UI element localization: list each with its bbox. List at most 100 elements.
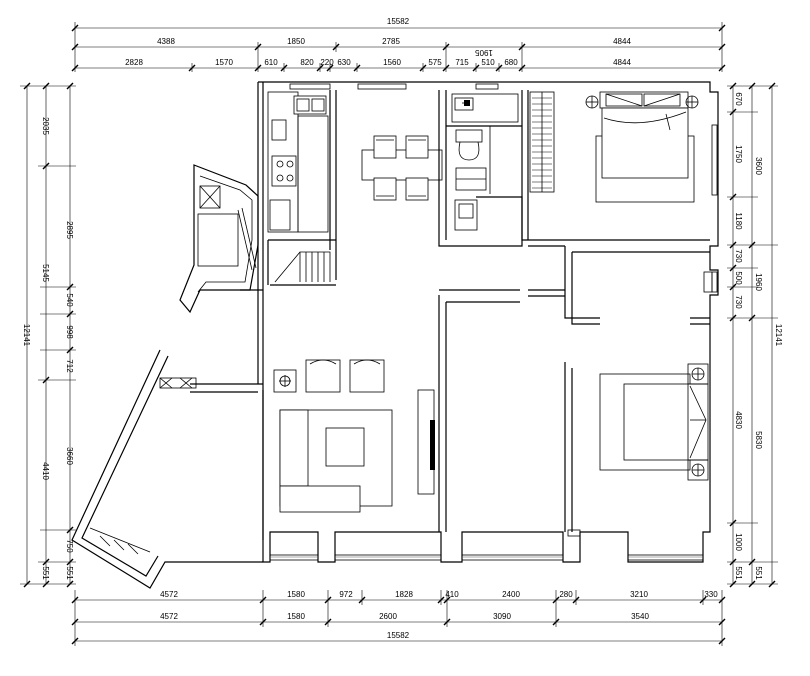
dimension-tick xyxy=(768,580,776,588)
dim-bot-r1-8: 330 xyxy=(704,590,718,599)
dimension-tick xyxy=(332,43,340,51)
dim-top-r2-0: 2828 xyxy=(125,58,143,67)
dim-bot-r2-3: 3090 xyxy=(493,612,511,621)
dimension-tick xyxy=(729,82,737,90)
dim-right-c2-1: 1960 xyxy=(754,273,763,291)
dimension-tick xyxy=(71,24,79,32)
dimension-tick xyxy=(699,596,707,604)
dim-right-c2-3: 551 xyxy=(754,566,763,580)
dim-bot-r1-3: 1828 xyxy=(395,590,413,599)
dim-bot-r2-2: 2600 xyxy=(379,612,397,621)
dim-bot-r1-4: 410 xyxy=(445,590,459,599)
dim-left-c2-5: 750 xyxy=(65,539,74,553)
dimension-ticks xyxy=(23,24,776,645)
dimension-labels: 15582 4388 1850 2785 4844 1905 2828 1570… xyxy=(22,17,783,640)
dimension-tick xyxy=(71,64,79,72)
dimension-tick xyxy=(768,82,776,90)
dim-top-r2-9: 510 xyxy=(481,58,495,67)
dim-right-c1-2: 1180 xyxy=(734,212,743,230)
dim-bot-total: 15582 xyxy=(387,631,410,640)
dimension-tick xyxy=(66,283,74,291)
dim-left-c2-1: 540 xyxy=(65,293,74,307)
dim-top-r2-6: 1560 xyxy=(383,58,401,67)
dim-top-r2-4: 220 xyxy=(320,58,334,67)
dimension-tick xyxy=(42,376,50,384)
dimension-tick xyxy=(42,558,50,566)
dimension-tick xyxy=(748,558,756,566)
dimension-tick xyxy=(254,43,262,51)
dimension-tick xyxy=(495,64,503,72)
dimension-tick xyxy=(66,346,74,354)
dimension-tick xyxy=(358,596,366,604)
dimension-tick xyxy=(42,580,50,588)
dimension-tick xyxy=(71,618,79,626)
dim-bot-r1-2: 972 xyxy=(339,590,353,599)
dim-top-r1-2: 2785 xyxy=(382,37,400,46)
dimension-tick xyxy=(748,241,756,249)
dim-right-c1-5: 730 xyxy=(734,295,743,309)
dimension-tick xyxy=(442,64,450,72)
dimension-tick xyxy=(353,64,361,72)
dimension-tick xyxy=(729,580,737,588)
dim-top-r2-3: 820 xyxy=(300,58,314,67)
dimension-tick xyxy=(552,596,560,604)
dim-bot-r1-6: 280 xyxy=(559,590,573,599)
dimension-tick xyxy=(718,596,726,604)
dimension-tick xyxy=(419,64,427,72)
dimension-tick xyxy=(718,618,726,626)
dimension-tick xyxy=(326,64,334,72)
dimension-tick xyxy=(472,64,480,72)
dimension-tick xyxy=(71,596,79,604)
dimension-tick xyxy=(66,310,74,318)
dimension-tick xyxy=(280,64,288,72)
dim-top-r2-10: 680 xyxy=(504,58,518,67)
dim-top-r2-5: 630 xyxy=(337,58,351,67)
dim-left-c1-1: 5145 xyxy=(41,264,50,282)
dim-top-r2-1: 1570 xyxy=(215,58,233,67)
dimension-tick xyxy=(259,596,267,604)
dimension-tick xyxy=(718,64,726,72)
dimension-tick xyxy=(729,193,737,201)
dim-right-c1-4: 500 xyxy=(734,271,743,285)
second-bed xyxy=(599,363,709,481)
dimension-tick xyxy=(748,580,756,588)
dimension-tick xyxy=(729,108,737,116)
dimension-tick xyxy=(443,618,451,626)
dimension-tick xyxy=(42,162,50,170)
dim-top-flipped: 1905 xyxy=(475,48,493,57)
balcony-upper-left xyxy=(179,164,259,314)
dim-right-c1-8: 551 xyxy=(734,566,743,580)
dim-right-c2-2: 5830 xyxy=(754,431,763,449)
dim-right-total: 12141 xyxy=(774,324,783,347)
bathroom-fixtures xyxy=(451,93,522,231)
dim-top-r2-2: 610 xyxy=(264,58,278,67)
dimension-tick xyxy=(437,596,445,604)
dimension-tick xyxy=(718,24,726,32)
dim-left-c2-4: 3660 xyxy=(65,447,74,465)
dim-bot-r1-1: 1580 xyxy=(287,590,305,599)
dim-top-r2-8: 715 xyxy=(455,58,469,67)
dim-top-r1-3: 4844 xyxy=(613,37,631,46)
wardrobe-master xyxy=(529,91,555,193)
dimension-tick xyxy=(572,596,580,604)
dimension-tick xyxy=(718,637,726,645)
dimension-tick xyxy=(729,241,737,249)
dim-top-r1-1: 1850 xyxy=(287,37,305,46)
dim-right-c1-3: 730 xyxy=(734,249,743,263)
dim-top-r1-0: 4388 xyxy=(157,37,175,46)
door-openings xyxy=(567,271,713,537)
dimension-tick xyxy=(443,596,451,604)
staircase xyxy=(274,251,331,283)
dimension-tick xyxy=(71,43,79,51)
dimension-tick xyxy=(316,64,324,72)
dimension-tick xyxy=(748,314,756,322)
dimension-tick xyxy=(66,558,74,566)
dimension-tick xyxy=(254,64,262,72)
dimension-tick xyxy=(729,264,737,272)
dimension-tick xyxy=(324,618,332,626)
dim-right-c1-6: 4830 xyxy=(734,411,743,429)
dimension-tick xyxy=(729,314,737,322)
dimension-tick xyxy=(71,637,79,645)
dimension-tick xyxy=(729,558,737,566)
